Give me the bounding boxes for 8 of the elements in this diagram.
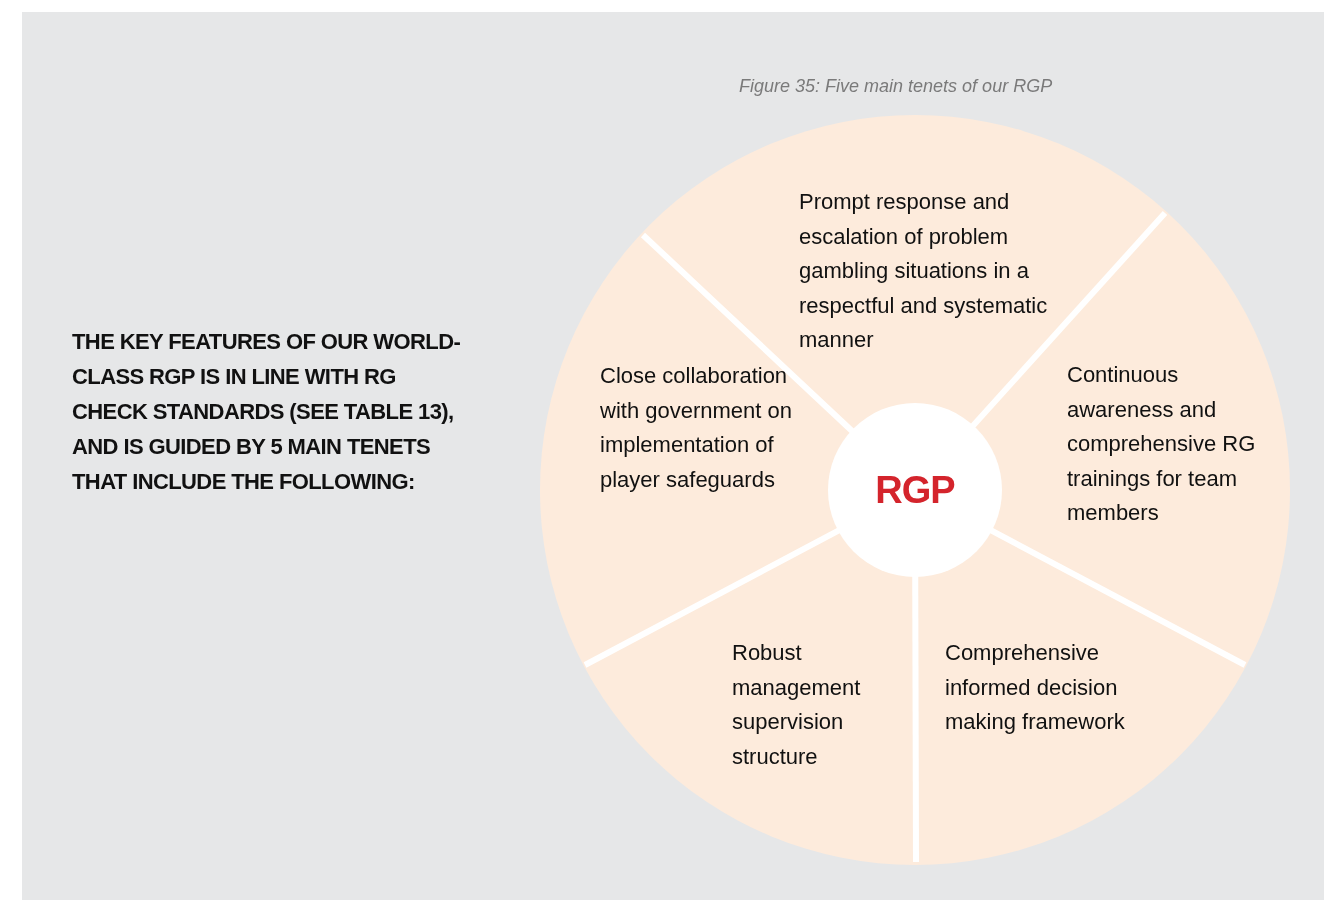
tenet-text: Continuous awareness and comprehensive RG trainings for team members — [1067, 358, 1257, 531]
hub-label: RGP — [875, 468, 955, 512]
intro-text: THE KEY FEATURES OF OUR WORLD-CLASS RGP IS IN LINE WITH RG CHECK STANDARDS (SEE TABLE 13), AND IS GUIDED BY 5 MAIN TENETS THAT INCLUDE THE FOLLOWING: — [72, 328, 462, 496]
tenet-text: Comprehensive informed decision making framework — [945, 636, 1155, 740]
figure-caption: Figure 35: Five main tenets of our RGP — [739, 76, 1054, 97]
tenet-text: Robust management supervision structure — [732, 636, 892, 775]
tenet-text: Prompt response and escalation of problem gambling situations in a respectful and systematic manner — [799, 185, 1049, 358]
tenet-text: Close collaboration with government on implementation of player safeguards — [600, 359, 810, 498]
